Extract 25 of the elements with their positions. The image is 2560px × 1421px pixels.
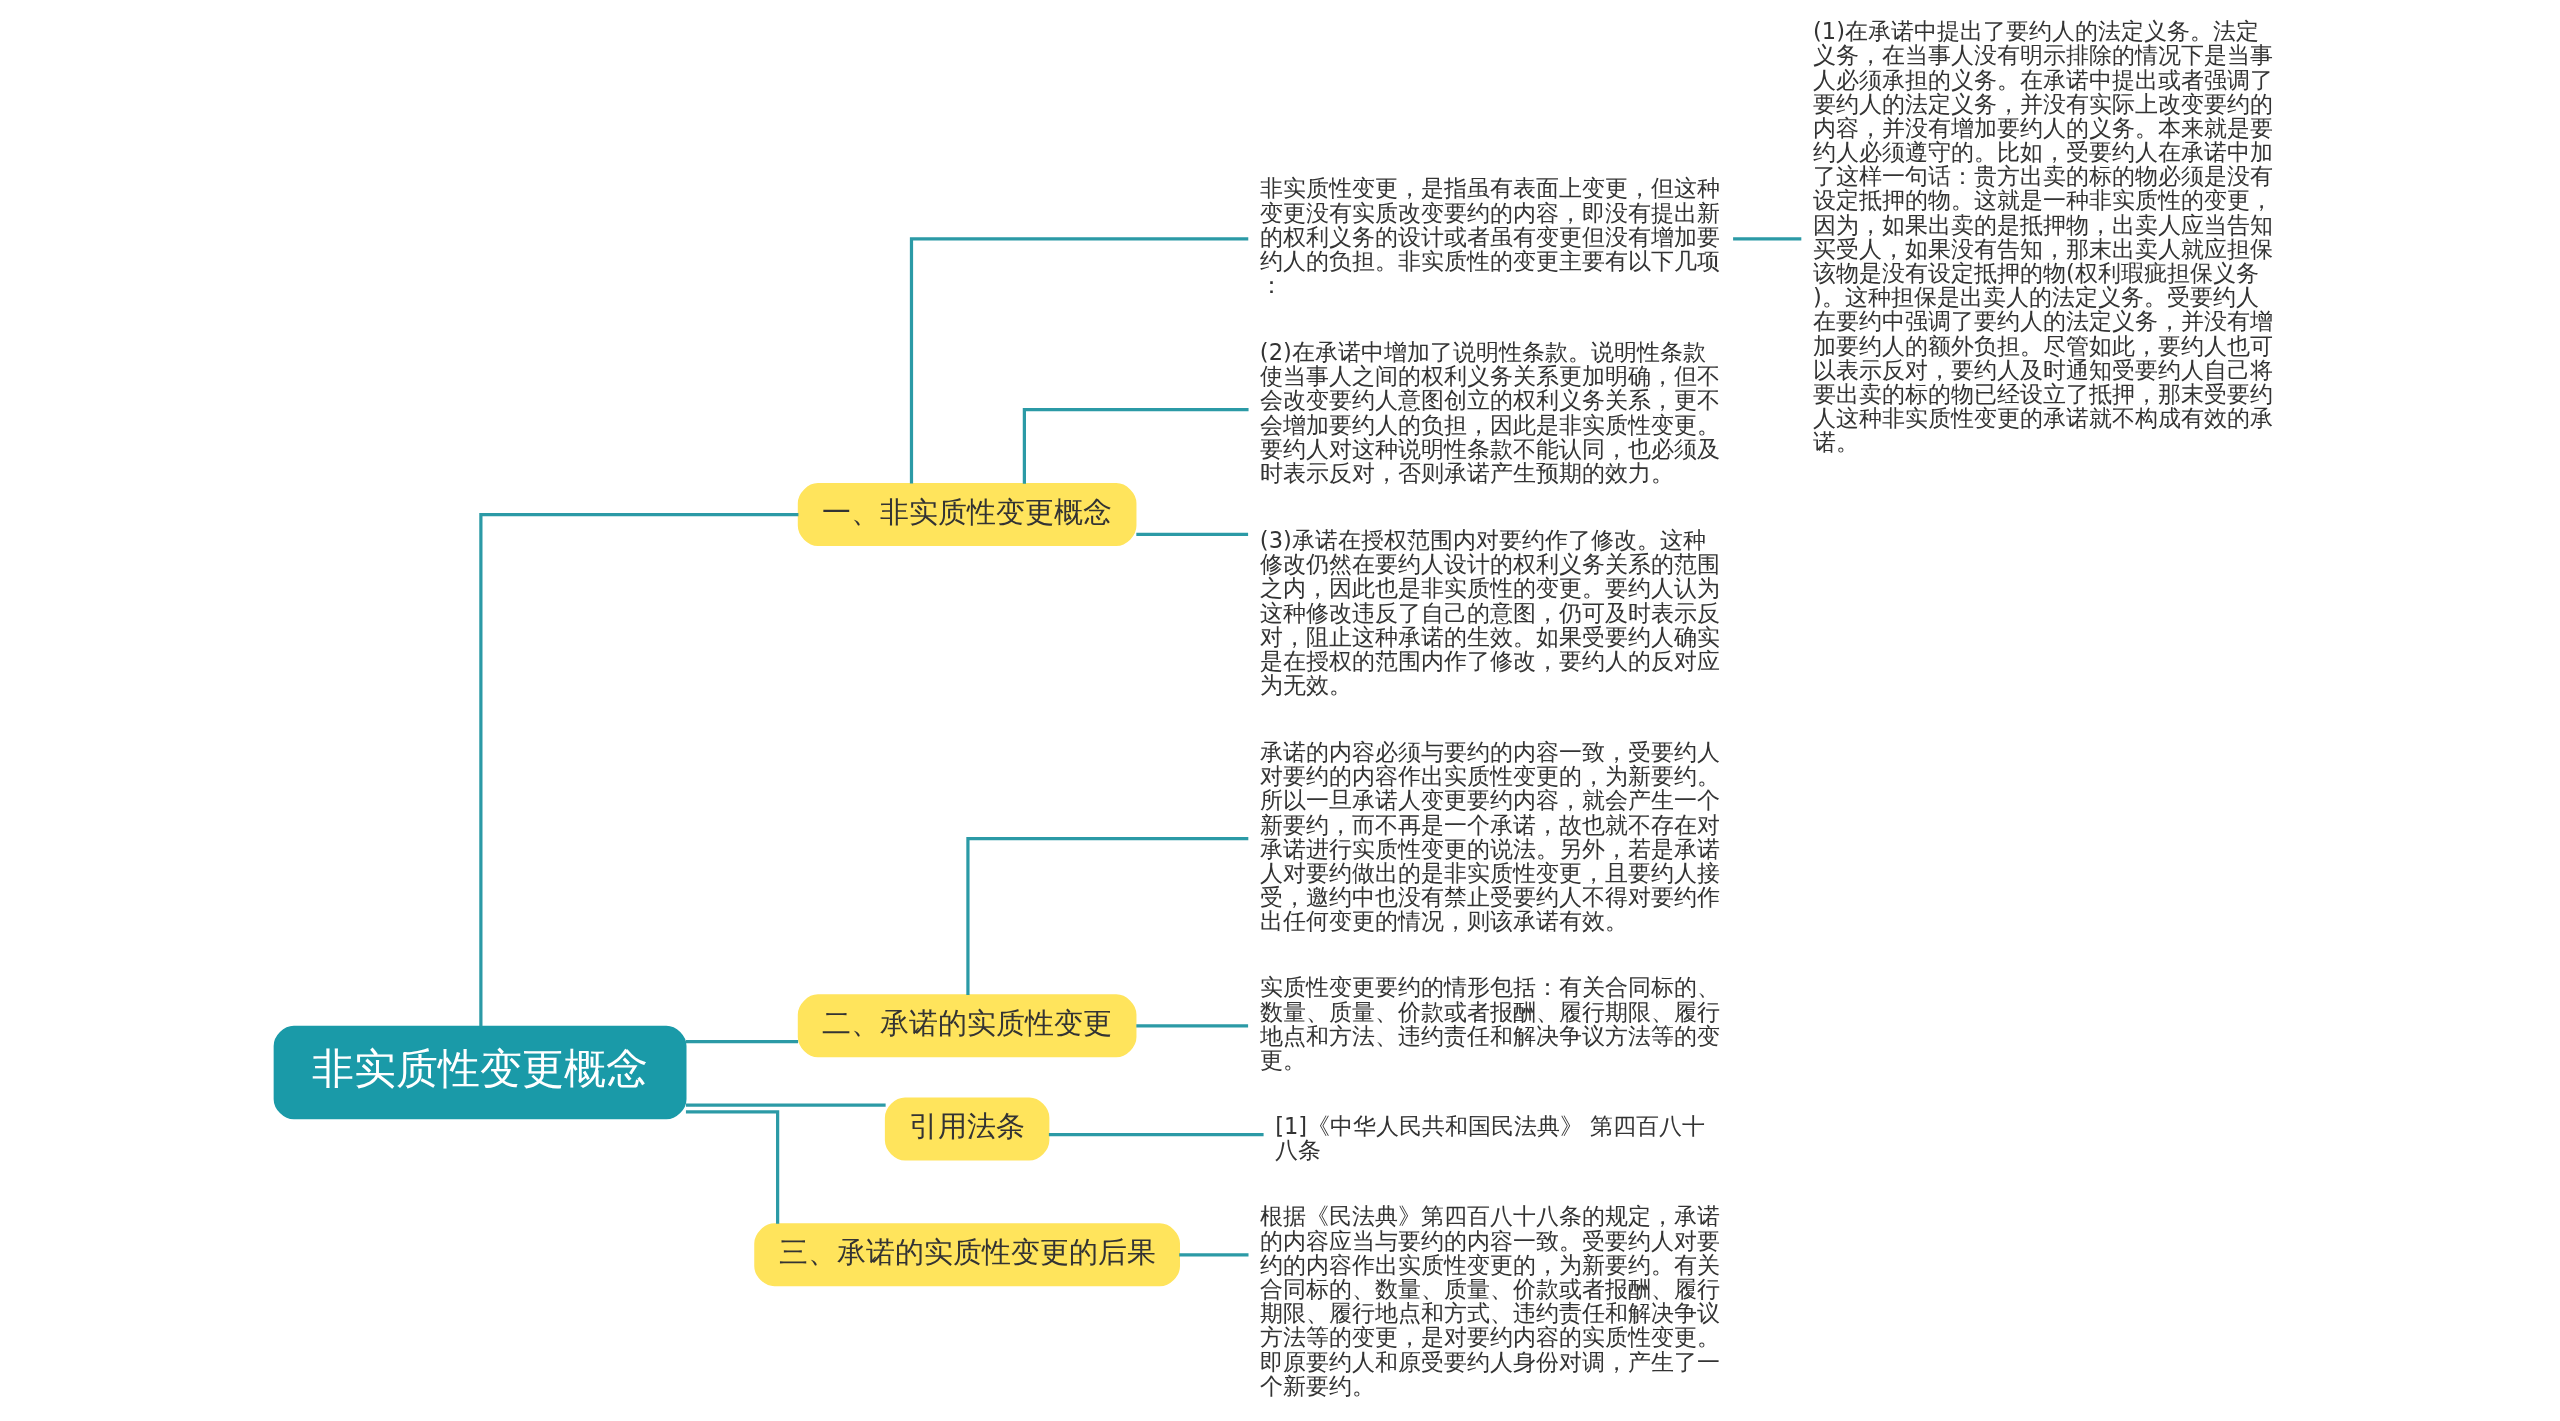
node-text: 实质性变更要约的情形包括：有关合同标的、数量、质量、价款或者报酬、履行期限、履行地点和方法、违约责任和解决争议方法等的变更。 bbox=[1259, 974, 1720, 1074]
connector bbox=[479, 512, 799, 1027]
connector bbox=[1048, 1133, 1264, 1137]
connector bbox=[1136, 1024, 1249, 1028]
connector bbox=[685, 1110, 780, 1224]
connector bbox=[909, 237, 1249, 484]
node-text: (2)在承诺中增加了说明性条款。说明性条款使当事人之间的权利义务关系更加明确，但不会改变要约人意图创立的权利义务关系，更不会增加要约人的负担，因此是非实质性变更。要约人对这种说明性条款不能认同，也必须及时表示反对，否则承诺产生预期的效力。 bbox=[1259, 339, 1720, 487]
connector bbox=[685, 1039, 799, 1044]
node-box: 非实质性变更概念 bbox=[273, 1025, 687, 1120]
node-box: 一、非实质性变更概念 bbox=[797, 483, 1137, 546]
node-text: (3)承诺在授权范围内对要约作了修改。这种修改仍然在要约人设计的权利义务关系的范围之内，因此也是非实质性的变更。要约人认为这种修改违反了自己的意图，仍可及时表示反对，阻止这种承诺的生效。如果受要约人确实是在授权的范围内作了修改，要约人的反对应为无效。 bbox=[1259, 526, 1720, 699]
connector bbox=[1733, 237, 1802, 241]
node-box: 二、承诺的实质性变更 bbox=[797, 994, 1137, 1058]
connector bbox=[966, 837, 1249, 995]
connector bbox=[1022, 408, 1249, 484]
connector bbox=[1179, 1253, 1249, 1257]
node-text: (1)在承诺中提出了要约人的法定义务。法定义务，在当事人没有明示排除的情况下是当事人必须承担的义务。在承诺中提出或者强调了要约人的法定义务，并没有实际上改变要约的内容，并没有增加要约人的义务。本来就是要约人必须遵守的。比如，受要约人在承诺中加了这样一句话：贵方出卖的标的物必须是没有设定抵押的物。这就是一种非实质性的变更，因为，如果出卖的是抵押物，出卖人应当告知买受人，如果没有告知，那末出卖人就应担保该物是没有设定抵押的物(权利瑕疵担保义务)。这种担保是出卖人的法定义务。受要约人在要约中强调了要约人的法定义务，并没有增加要约人的额外负担。尽管如此，要约人也可以表示反对，要约人及时通知受要约人自己将要出卖的标的物已经设立了抵押，那末受要约人这种非实质性变更的承诺就不构成有效的承诺。 bbox=[1813, 18, 2274, 456]
node-text: 承诺的内容必须与要约的内容一致，受要约人对要约的内容作出实质性变更的，为新要约。所以一旦承诺人变更要约内容，就会产生一个新要约，而不再是一个承诺，故也就不存在对承诺进行实质性变更的说法。另外，若是承诺人对要约做出的是非实质性变更，且要约人接受，邀约中也没有禁止受要约人不得对要约作出任何变更的情况，则该承诺有效。 bbox=[1259, 739, 1720, 935]
connector bbox=[685, 1103, 886, 1107]
node-text: [1]《中华人民共和国民法典》 第四百八十八条 bbox=[1275, 1113, 1706, 1164]
node-text: 根据《民法典》第四百八十八条的规定，承诺的内容应当与要约的内容一致。受要约人对要约的内容作出实质性变更的，为新要约。有关合同标的、数量、质量、价款或者报酬、履行期限、履行地点和方式、违约责任和解决争议方法等的变更，是对要约内容的实质性变更。即原要约人和原受要约人身份对调，产生了一个新要约。 bbox=[1259, 1203, 1720, 1399]
connector bbox=[1136, 532, 1249, 536]
node-text: 非实质性变更，是指虽有表面上变更，但这种变更没有实质改变要约的内容，即没有提出新的权利义务的设计或者虽有变更但没有增加要约人的负担。非实质性的变更主要有以下几项： bbox=[1259, 175, 1720, 299]
node-box: 引用法条 bbox=[884, 1097, 1050, 1161]
node-box: 三、承诺的实质性变更的后果 bbox=[754, 1223, 1180, 1287]
